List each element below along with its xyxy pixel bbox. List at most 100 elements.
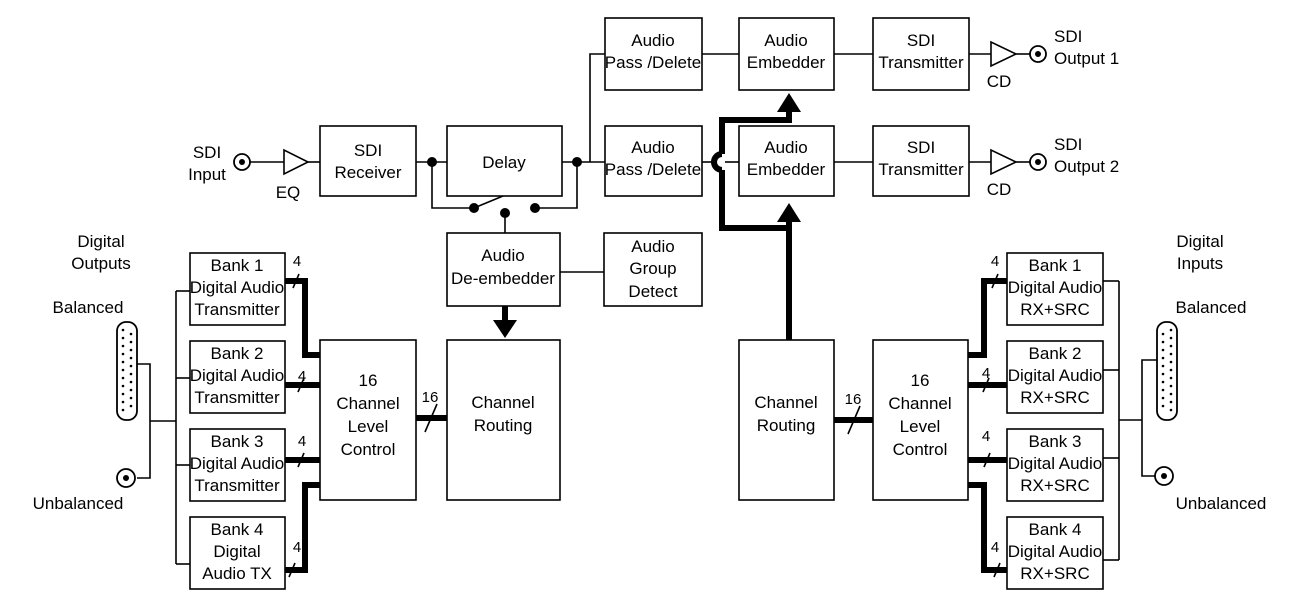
- balanced-label: Balanced: [53, 298, 124, 317]
- sdi-output-label: Output 1: [1054, 49, 1119, 68]
- block-label: Transmitter: [194, 476, 280, 495]
- unbalanced-label: Unbalanced: [33, 494, 124, 513]
- audio-group-detect-block: Audio Group Detect: [603, 232, 703, 307]
- bus-width-label: 4: [293, 539, 301, 556]
- bus-width-label: 4: [298, 433, 306, 450]
- block-label: Transmitter: [878, 53, 964, 72]
- left-bank-4-block: Bank 4 Digital Audio TX: [189, 516, 286, 590]
- block-label: Bank 1: [211, 256, 264, 275]
- block-label: Audio: [631, 138, 674, 157]
- block-label: Group: [629, 259, 676, 278]
- bnc-output-icon: [1029, 45, 1047, 63]
- sdi-input-label: SDI: [193, 143, 221, 162]
- block-label: Audio: [764, 31, 807, 50]
- bus-width-label: 16: [422, 389, 439, 406]
- bus-width-label: 4: [991, 539, 999, 556]
- junction-dot: [572, 157, 582, 167]
- digital-outputs-label: Digital: [77, 232, 124, 251]
- sdi-transmitter-block: SDI Transmitter: [872, 125, 970, 197]
- bnc-unbalanced-icon: [1154, 466, 1174, 486]
- bnc-output-icon: [1029, 153, 1047, 171]
- digital-outputs-label: Outputs: [71, 254, 131, 273]
- balanced-label: Balanced: [1176, 298, 1247, 317]
- block-label: Channel: [336, 394, 399, 413]
- sdi-receiver-block: SDI Receiver: [319, 125, 417, 197]
- block-label: Digital Audio: [1008, 278, 1103, 297]
- left-bank-2-block: Bank 2 Digital Audio Transmitter: [189, 340, 286, 414]
- block-label: 16: [359, 371, 378, 390]
- free-labels: SDI Input EQ CD CD SDI Output 1 SDI Outp…: [33, 27, 1267, 513]
- right-bank-1-block: Bank 1 Digital Audio RX+SRC: [1006, 252, 1104, 326]
- switch-contact: [500, 208, 510, 218]
- block-label: Pass /Delete: [605, 53, 701, 72]
- block-label: Detect: [628, 282, 677, 301]
- block-label: Audio: [764, 138, 807, 157]
- block-label: Routing: [757, 416, 816, 435]
- block-label: Embedder: [747, 160, 826, 179]
- delay-block: Delay: [446, 125, 563, 197]
- digital-inputs-label: Digital: [1176, 232, 1223, 251]
- bnc-input-icon: [233, 153, 251, 171]
- block-label: Bank 4: [211, 520, 264, 539]
- block-label: SDI: [907, 31, 935, 50]
- bnc-unbalanced-icon: [116, 468, 136, 488]
- bus-width-label: 4: [298, 368, 306, 385]
- audio-pass-delete-block: Audio Pass /Delete: [604, 17, 703, 91]
- cd-label: CD: [987, 180, 1012, 199]
- bus-width-label: 4: [982, 365, 990, 382]
- block-label: 16: [911, 371, 930, 390]
- left-channel-routing-block: Channel Routing: [446, 339, 561, 501]
- sdi-output-label: SDI: [1054, 27, 1082, 46]
- block-label: Bank 1: [1029, 256, 1082, 275]
- cd-driver-icon: [990, 148, 1018, 176]
- bus-width-label: 4: [293, 253, 301, 270]
- bus-width-marks: 4 4 4 4 16 4 4 4 4 16: [288, 253, 1001, 578]
- block-label: Digital Audio: [1008, 366, 1103, 385]
- junction-dot: [427, 157, 437, 167]
- block-label: Digital Audio: [190, 366, 285, 385]
- eq-label: EQ: [276, 183, 301, 202]
- left-bank-3-block: Bank 3 Digital Audio Transmitter: [189, 428, 286, 502]
- blocks: SDI Receiver Delay Audio De-embedder Aud…: [189, 17, 1104, 590]
- bus-width-label: 16: [845, 391, 862, 408]
- junction-dots: [427, 157, 582, 218]
- block-label: Channel: [754, 393, 817, 412]
- cd-label: CD: [987, 72, 1012, 91]
- right-bank-2-block: Bank 2 Digital Audio RX+SRC: [1006, 340, 1104, 414]
- right-channel-routing-block: Channel Routing: [738, 339, 835, 501]
- bus-width-label: 4: [982, 428, 990, 445]
- sdi-output-label: Output 2: [1054, 157, 1119, 176]
- block-label: Routing: [474, 416, 533, 435]
- block-label: Transmitter: [878, 160, 964, 179]
- block-label: Bank 3: [1029, 432, 1082, 451]
- right-bank-4-block: Bank 4 Digital Audio RX+SRC: [1006, 516, 1104, 590]
- block-label: Bank 2: [211, 344, 264, 363]
- block-label: Level: [900, 417, 941, 436]
- block-label: Pass /Delete: [605, 160, 701, 179]
- block-label: Digital: [213, 542, 260, 561]
- connectors: [116, 40, 1178, 488]
- digital-inputs-label: Inputs: [1177, 254, 1223, 273]
- block-label: RX+SRC: [1020, 564, 1089, 583]
- block-label: Audio: [481, 246, 524, 265]
- data-buses: [285, 93, 1007, 573]
- block-label: Bank 4: [1029, 520, 1082, 539]
- block-label: Audio: [631, 31, 674, 50]
- dsub-connector-icon: [116, 321, 138, 421]
- block-label: SDI: [354, 141, 382, 160]
- audio-pass-delete-block: Audio Pass /Delete: [604, 125, 703, 197]
- block-label: Audio: [631, 237, 674, 256]
- block-label: Bank 3: [211, 432, 264, 451]
- audio-embedder-block: Audio Embedder: [738, 17, 835, 91]
- block-label: Transmitter: [194, 388, 280, 407]
- block-label: Control: [341, 440, 396, 459]
- right-bank-3-block: Bank 3 Digital Audio RX+SRC: [1006, 428, 1104, 502]
- eq-amplifier-icon: [283, 148, 310, 176]
- block-label: Embedder: [747, 53, 826, 72]
- cd-driver-icon: [990, 40, 1018, 68]
- bus-width-label: 4: [991, 253, 999, 270]
- block-label: Digital Audio: [190, 278, 285, 297]
- block-label: Digital Audio: [1008, 542, 1103, 561]
- block-label: Audio TX: [202, 564, 272, 583]
